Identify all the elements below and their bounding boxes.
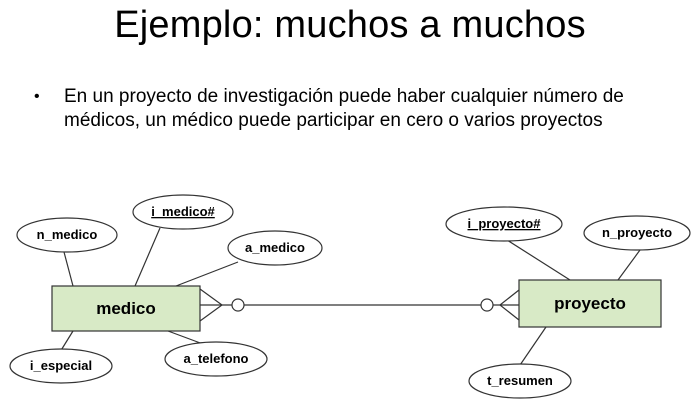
attribute-i-proyecto-ellipse [445,206,563,242]
attribute-i-medico: i_medico# [132,194,234,230]
attribute-n-proyecto-ellipse [583,215,691,251]
crowfoot-proyecto-lower [499,304,520,321]
attribute-i-medico-ellipse [132,194,234,230]
slide-title: Ejemplo: muchos a muchos [114,4,586,46]
crowfoot-proyecto-upper [499,289,520,306]
bullet-text: En un proyecto de investigación puede ha… [64,86,624,131]
attribute-n-medico-label: n_medico [37,227,98,242]
attribute-n-medico-ellipse [16,217,118,253]
attribute-i-medico-label: i_medico# [151,204,215,219]
attribute-a-medico: a_medico [227,230,323,266]
attribute-i-especial-ellipse [9,348,113,384]
attribute-n-medico: n_medico [16,217,118,253]
attribute-n-proyecto-label: n_proyecto [602,225,672,240]
relationship-line [199,288,520,322]
attribute-a-medico-label: a_medico [245,240,305,255]
attribute-connectors [59,227,641,369]
entity-medico-box [51,285,201,332]
crowfoot-medico-lower [199,304,223,322]
attribute-i-especial-label: i_especial [30,358,92,373]
attribute-t-resumen-label: t_resumen [487,373,553,388]
connector-i-proyecto [506,239,571,281]
zero-circle-medico [231,298,245,312]
crowfoot-medico-upper [199,288,223,306]
entity-medico: medico [51,285,201,332]
entity-proyecto: proyecto [518,279,662,328]
connector-i-medico [134,227,161,287]
zero-circle-proyecto [480,298,494,312]
entity-proyecto-box [518,279,662,328]
attribute-i-especial: i_especial [9,348,113,384]
attribute-i-proyecto-label: i_proyecto# [468,216,542,231]
attribute-a-telefono-label: a_telefono [183,351,248,366]
bullet-dot-icon: • [34,88,40,105]
attribute-i-proyecto: i_proyecto# [445,206,563,242]
attribute-t-resumen-ellipse [468,363,572,399]
connector-a-medico [175,261,239,287]
connector-n-medico [63,251,74,287]
bullet-item: • En un proyecto de investigación puede … [34,85,674,133]
attribute-n-proyecto: n_proyecto [583,215,691,251]
attribute-a-medico-ellipse [227,230,323,266]
attribute-a-telefono-ellipse [164,341,268,377]
entity-medico-label: medico [96,299,156,318]
attribute-t-resumen: t_resumen [468,363,572,399]
connector-a-telefono [167,330,204,345]
entity-proyecto-label: proyecto [554,294,626,313]
connector-t-resumen [517,326,547,369]
connector-n-proyecto [617,249,641,281]
attribute-a-telefono: a_telefono [164,341,268,377]
